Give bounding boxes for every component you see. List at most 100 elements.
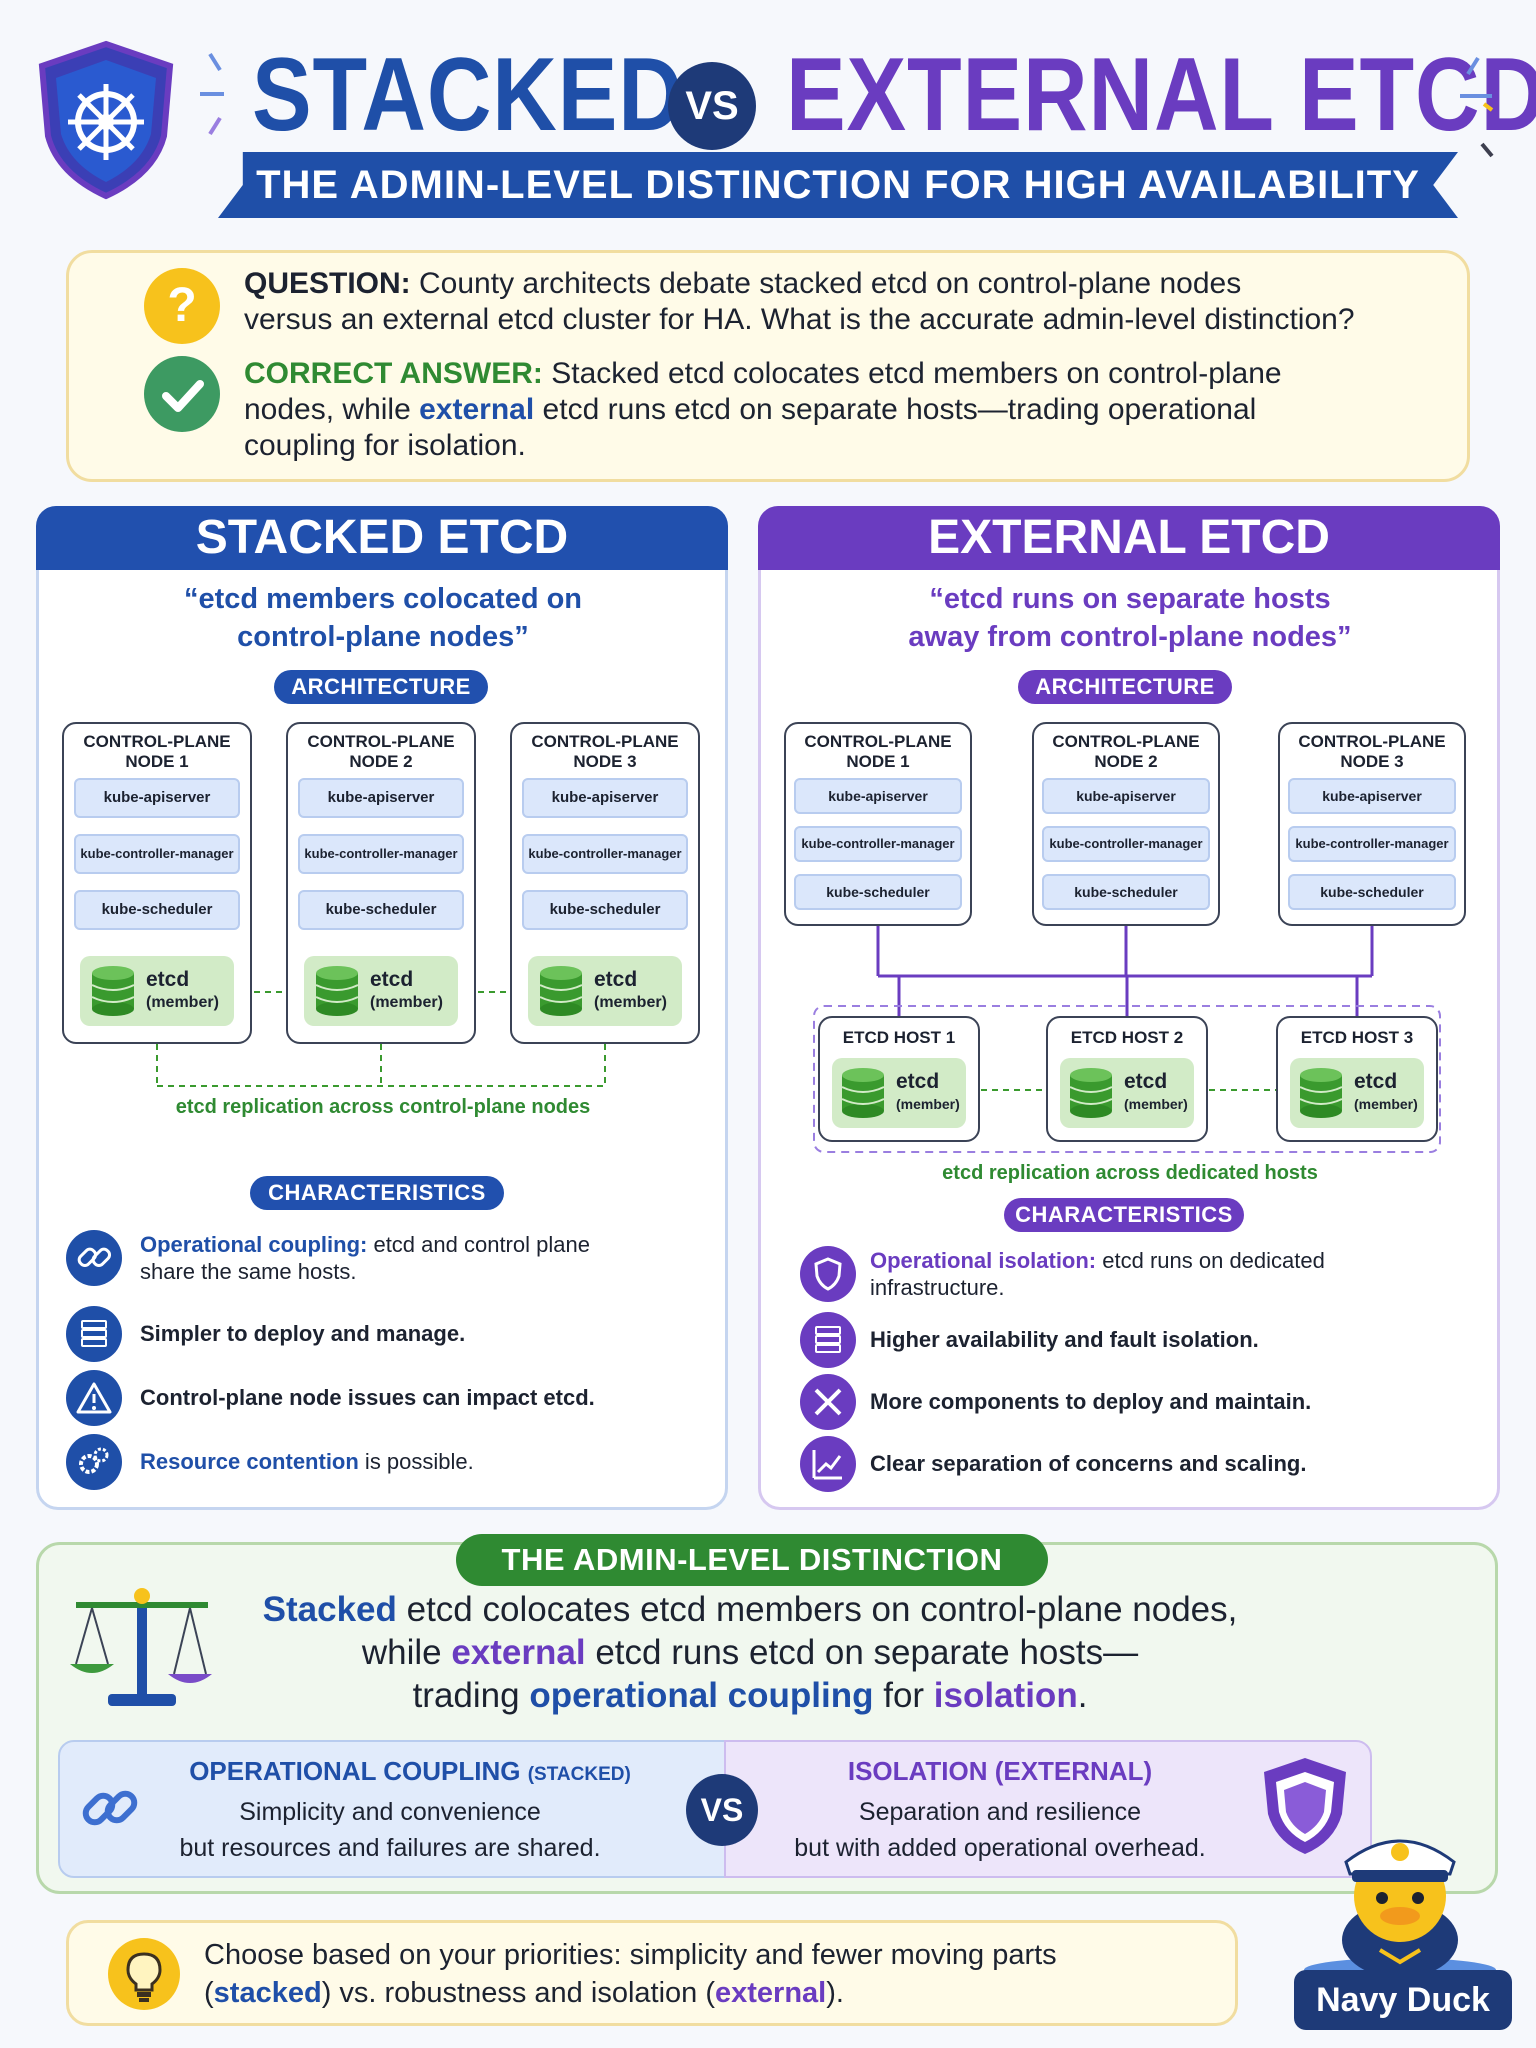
component-kube-apiserver: kube-apiserver [74, 778, 240, 818]
sparkle-right-icon [1460, 56, 1494, 158]
etcd-database-icon [539, 966, 583, 1016]
node-title-line-2: NODE 1 [846, 752, 910, 771]
etcd-label: etcd [146, 968, 190, 991]
answer-line-2-post: etcd runs etcd on separate hosts—trading… [542, 393, 1257, 426]
etcd-database-icon [1069, 1068, 1113, 1118]
characteristic-text: Simpler to deploy and manage. [140, 1321, 466, 1346]
isolation-body: Separation and resilience but with added… [780, 1794, 1220, 1866]
coupling-line-2: but resources and failures are shared. [179, 1834, 601, 1862]
distinction-line-3-end: . [1077, 1676, 1088, 1715]
compare-vs-badge: VS [686, 1774, 758, 1846]
node-title-line-2: NODE 2 [349, 752, 413, 771]
etcd-host-title: ETCD HOST 2 [1070, 1028, 1184, 1047]
warning-icon [66, 1370, 122, 1426]
header-shield-logo [36, 40, 176, 200]
characteristic-text-2: share the same hosts. [140, 1259, 357, 1284]
characteristic-item: Control-plane node issues can impact etc… [140, 1384, 595, 1411]
question-line-2: versus an external etcd cluster for HA. … [244, 303, 1355, 336]
etcd-member-label: (member) [370, 994, 443, 1011]
title-stacked: STACKED [252, 37, 684, 153]
gears-icon [79, 1447, 109, 1474]
distinction-isolation-highlight: isolation [933, 1676, 1078, 1715]
characteristic-highlight: Operational coupling: [140, 1232, 368, 1257]
stacked-replication-caption: etcd replication across control-plane no… [175, 1096, 591, 1118]
etcd-label: etcd [370, 968, 414, 991]
coupling-title: OPERATIONAL COUPLING (STACKED) [140, 1756, 680, 1787]
subtitle-ribbon [218, 152, 1458, 218]
coupling-compare-card [58, 1740, 730, 1878]
node-title-line-2: NODE 3 [1340, 752, 1404, 771]
node-title-line-2: NODE 2 [1094, 752, 1158, 771]
node-title-line-1: CONTROL-PLANE [531, 732, 679, 751]
component-kube-scheduler: kube-scheduler [74, 890, 240, 930]
etcd-member-label: (member) [1354, 1096, 1418, 1112]
title-external: EXTERNAL ETCD [786, 37, 1536, 153]
title-vs-badge: VS [668, 62, 756, 150]
characteristic-text: Clear separation of concerns and scaling… [870, 1451, 1307, 1476]
characteristic-highlight: Operational isolation: [870, 1248, 1097, 1273]
stacked-quote-line-2: control-plane nodes” [237, 621, 529, 653]
component-kube-controller-manager: kube-controller-manager [74, 834, 240, 874]
tools-icon [814, 1388, 842, 1416]
server-icon [81, 1320, 107, 1347]
tools-icon [800, 1374, 856, 1430]
gears-icon [66, 1434, 122, 1490]
external-characteristics-label: CHARACTERISTICS [1004, 1198, 1244, 1232]
answer-text: CORRECT ANSWER: Stacked etcd colocates e… [244, 356, 1282, 464]
characteristic-highlight: Resource contention [140, 1449, 359, 1474]
question-text: QUESTION: County architects debate stack… [244, 266, 1355, 338]
characteristic-text: etcd and control plane [367, 1232, 590, 1257]
isolation-shield-icon [1258, 1754, 1352, 1858]
etcd-member-label: (member) [896, 1096, 960, 1112]
chart-icon [812, 1450, 842, 1480]
duck-mascot-icon [1304, 1839, 1496, 1982]
component-kube-scheduler: kube-scheduler [1288, 874, 1456, 910]
tip-box [66, 1920, 1238, 2026]
characteristic-item: Resource contention is possible. [140, 1448, 474, 1475]
tip-text: Choose based on your priorities: simplic… [204, 1936, 1224, 2012]
node-title-line-1: CONTROL-PLANE [307, 732, 455, 751]
answer-line-3: coupling for isolation. [244, 429, 526, 462]
component-kube-scheduler: kube-scheduler [522, 890, 688, 930]
component-kube-controller-manager: kube-controller-manager [794, 826, 962, 862]
distinction-line-2: etcd runs etcd on separate hosts— [585, 1633, 1139, 1672]
isolation-compare-card [724, 1740, 1372, 1878]
etcd-host-title: ETCD HOST 3 [1300, 1028, 1414, 1047]
characteristic-text: More components to deploy and maintain. [870, 1389, 1312, 1414]
component-kube-scheduler: kube-scheduler [298, 890, 464, 930]
etcd-host-title: ETCD HOST 1 [842, 1028, 956, 1047]
component-kube-scheduler: kube-scheduler [1042, 874, 1210, 910]
shield-icon [1264, 1758, 1346, 1854]
characteristic-item: Simpler to deploy and manage. [140, 1320, 465, 1347]
characteristic-item: Higher availability and fault isolation. [870, 1326, 1259, 1353]
distinction-line-3-mid: for [873, 1676, 934, 1715]
component-kube-scheduler: kube-scheduler [794, 874, 962, 910]
subtitle: THE ADMIN-LEVEL DISTINCTION FOR HIGH AVA… [256, 163, 1420, 207]
distinction-external-highlight: external [451, 1633, 586, 1672]
external-replication-caption: etcd replication across dedicated hosts [942, 1162, 1318, 1184]
external-quote-line-1: “etcd runs on separate hosts [929, 583, 1331, 615]
node-title-line-2: NODE 1 [125, 752, 189, 771]
external-quote-line-2: away from control-plane nodes” [908, 621, 1352, 653]
sparkle-left-icon [200, 52, 224, 136]
server-icon [66, 1306, 122, 1362]
question-answer-box [66, 250, 1470, 482]
chart-icon [800, 1436, 856, 1492]
characteristic-text: etcd runs on dedicated [1096, 1248, 1325, 1273]
navy-duck-mascot [1300, 1800, 1500, 1982]
etcd-member-label: (member) [146, 994, 219, 1011]
title-row: STACKED VS EXTERNAL ETCD [0, 30, 1536, 153]
etcd-database-icon [841, 1068, 885, 1118]
component-kube-controller-manager: kube-controller-manager [298, 834, 464, 874]
stacked-architecture-label: ARCHITECTURE [274, 670, 488, 704]
coupling-title-text: OPERATIONAL COUPLING [189, 1756, 521, 1786]
lightbulb-icon [108, 1938, 180, 2010]
etcd-database-icon [1299, 1068, 1343, 1118]
characteristic-text: Higher availability and fault isolation. [870, 1327, 1259, 1352]
isolation-line-1: Separation and resilience [858, 1798, 1142, 1826]
question-label: QUESTION: [244, 267, 411, 300]
answer-line-1: Stacked etcd colocates etcd members on c… [551, 357, 1282, 390]
link-icon [82, 1790, 138, 1826]
node-title-line-2: NODE 3 [573, 752, 637, 771]
characteristic-text: is possible. [358, 1449, 474, 1474]
